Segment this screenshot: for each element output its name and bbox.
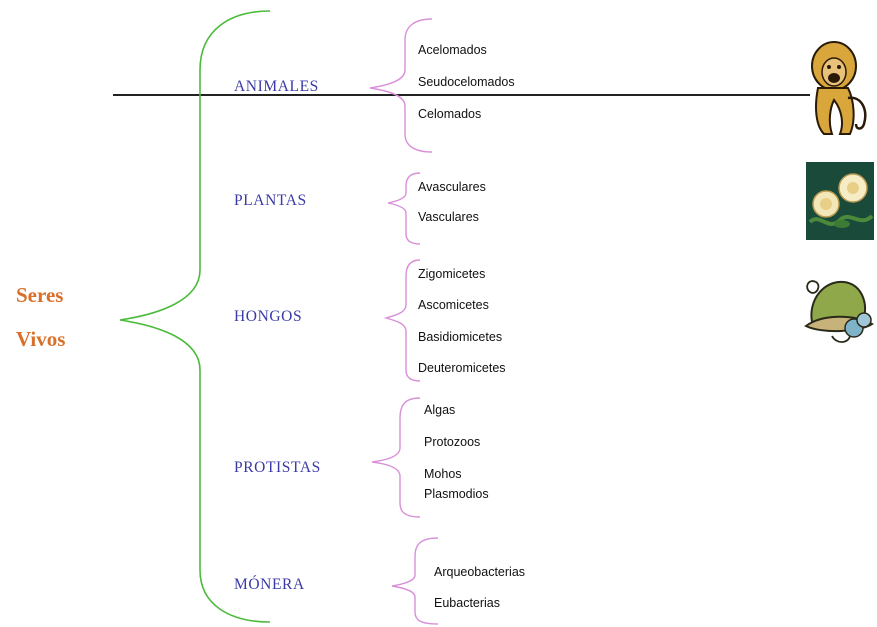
sub-item: Algas (424, 403, 456, 417)
brace-protistas (371, 397, 421, 518)
sub-item: Vasculares (418, 210, 479, 224)
sub-item: Basidiomicetes (418, 330, 503, 344)
kingdom-plantas: PLANTAS (234, 192, 307, 209)
brace-hongos (383, 259, 421, 382)
brace-monera (391, 537, 439, 625)
sub-item: Ascomicetes (418, 298, 489, 312)
sub-item: Zigomicetes (418, 267, 486, 281)
main-brace (119, 10, 271, 623)
kingdom-protistas: PROTISTAS (234, 459, 321, 476)
sub-item: Arqueobacterias (434, 565, 526, 579)
sub-item: Deuteromicetes (418, 361, 506, 375)
sub-item: Protozoos (424, 435, 481, 449)
sub-item: Mohos (424, 467, 462, 481)
sub-item: Eubacterias (434, 596, 501, 610)
roses-clipart-icon (806, 162, 874, 240)
sub-item: Seudocelomados (418, 75, 515, 89)
root-label-line2: Vivos (16, 327, 66, 351)
kingdom-monera: MÓNERA (234, 576, 305, 593)
sub-item: Avasculares (418, 180, 486, 194)
brace-plantas (387, 172, 421, 245)
sub-item: Celomados (418, 107, 482, 121)
monkey-clipart-icon (811, 41, 867, 135)
sub-item: Acelomados (418, 43, 487, 57)
sub-item: Plasmodios (424, 487, 489, 501)
kingdom-hongos: HONGOS (234, 308, 303, 325)
root-label-line1: Seres (16, 283, 64, 307)
kingdom-animales: ANIMALES (234, 78, 319, 95)
mushroom-hat-clipart-icon (804, 280, 874, 343)
brace-animales (369, 18, 433, 153)
